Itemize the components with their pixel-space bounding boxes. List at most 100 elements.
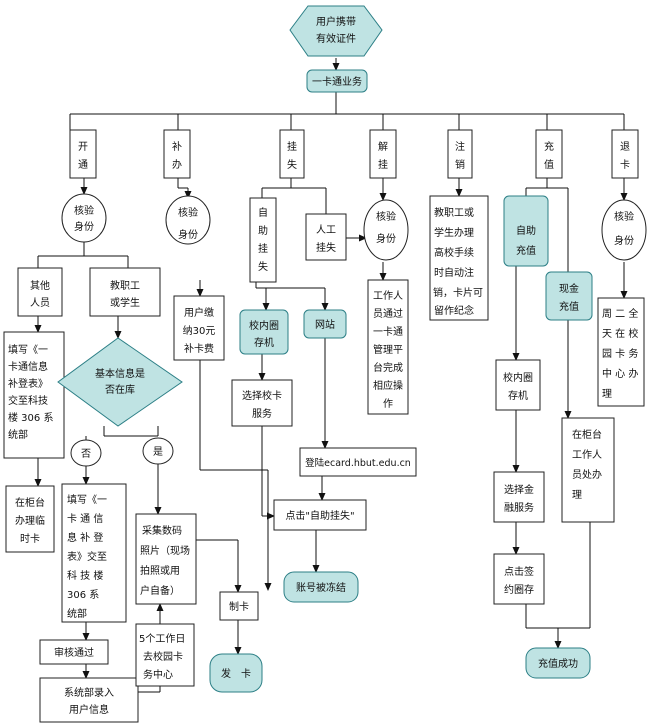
node-recharge-kiosk: 校内圈 存机	[495, 359, 541, 411]
node-label: 管理平	[373, 343, 403, 356]
node-label: 是	[153, 446, 163, 458]
node-label: 补卡费	[184, 342, 214, 355]
node-label: 卡 通 信	[67, 512, 103, 525]
verify-label: 身份	[74, 220, 94, 233]
node-label: 发 卡	[221, 667, 251, 680]
category-label: 办	[172, 158, 182, 171]
verify-label: 核验	[74, 204, 94, 217]
node-label: 点击"自助挂失"	[285, 509, 354, 522]
category-kaitong: 开 通	[69, 129, 97, 179]
node-label: 自	[258, 206, 268, 219]
start-line-2: 有效证件	[316, 32, 356, 45]
node-cash-recharge: 现金 充值	[545, 271, 593, 321]
category-label: 补	[172, 140, 182, 153]
category-label: 通	[78, 159, 88, 171]
node-click-report: 点击"自助挂失"	[273, 499, 367, 531]
node-label: 用户信息	[69, 703, 109, 716]
node-label: 账号被冻结	[296, 581, 346, 594]
node-staff-student: 教职工 或学生	[89, 267, 161, 317]
node-label: 校内圈	[503, 371, 533, 384]
node-finance: 选择金 融服务	[493, 471, 545, 523]
node-label: 工作人	[572, 449, 602, 461]
category-label: 销	[455, 158, 465, 171]
node-label: 销，卡片可	[433, 286, 483, 299]
connectors	[34, 58, 628, 693]
node-label: 系统部录入	[64, 686, 114, 699]
node-temp-card: 在柜台 办理临 时卡	[5, 485, 55, 553]
node-label: 其他	[30, 279, 50, 292]
node-select-service: 选择校卡 服务	[231, 379, 293, 427]
node-label: 充值	[516, 244, 536, 257]
node-label: 在柜台	[15, 496, 45, 509]
node-no: 否	[70, 439, 102, 467]
category-label: 挂	[378, 158, 388, 171]
main-node: 一卡通业务	[306, 69, 368, 93]
node-label: 拍照或用	[140, 564, 180, 577]
node-label: 学生办理	[434, 226, 474, 239]
node-label: 在柜台	[572, 428, 602, 441]
verify-label: 核验	[376, 210, 396, 223]
node-label: 制卡	[229, 600, 249, 613]
node-label: 选择校卡	[242, 389, 282, 402]
node-photo: 采集数码 照片（现场 拍照或用 户自备）	[135, 513, 197, 605]
node-label: 失	[258, 260, 268, 273]
node-login: 登陆ecard.hbut.edu.cn	[299, 447, 417, 477]
verify-circle-jiegua: 核验 身份	[363, 199, 409, 261]
category-tuika: 退 卡	[611, 129, 639, 179]
node-staff-operation: 工作人 员通过 一卡通 管理平 台完成 相应操 作	[367, 279, 409, 415]
node-label: 照片（现场	[140, 544, 190, 557]
node-label: 或学生	[110, 296, 140, 309]
node-label: 留作纪念	[434, 304, 474, 317]
node-approved: 审核通过	[39, 639, 109, 665]
node-label: 服务	[252, 407, 272, 420]
node-label: 存机	[508, 389, 528, 402]
node-label: 教职工或	[434, 206, 474, 219]
node-label: 审核通过	[54, 646, 94, 659]
start-line-1: 用户携带	[316, 15, 356, 28]
node-label: 务中心	[143, 668, 173, 681]
decision-in-library: 基本信息是 否在库	[57, 337, 183, 427]
node-label: 现金	[559, 282, 579, 295]
category-label: 失	[287, 158, 297, 171]
node-self-report: 自 助 挂 失	[249, 197, 277, 283]
node-return-schedule: 周 二 全 天 在 校 园 卡 务 中 心 办 理	[597, 297, 645, 407]
node-frozen: 账号被冻结	[283, 571, 359, 603]
verify-circle-tuika: 核验 身份	[601, 199, 647, 261]
category-buban: 补 办	[163, 129, 191, 179]
node-other-form: 填写《一 卡通信息 补登表》 交至科技 楼 306 系 统部	[3, 331, 65, 459]
node-yes: 是	[142, 437, 174, 465]
verify-label: 身份	[614, 234, 634, 247]
node-counter: 在柜台 工作人 员处办 理	[561, 417, 615, 523]
node-label: 一卡通	[373, 325, 403, 338]
node-website: 网站	[303, 309, 347, 339]
node-label: 相应操	[373, 379, 403, 392]
node-label: 理	[602, 388, 612, 400]
category-label: 开	[78, 142, 88, 153]
node-fee: 用户缴 纳30元 补卡费	[173, 295, 225, 361]
node-label: 表》交至	[67, 550, 107, 563]
node-label: 楼 306 系	[8, 411, 53, 424]
node-label: 补登表》	[8, 377, 48, 390]
node-manual-report: 人工 挂失	[305, 213, 347, 261]
node-no-form: 填写《一 卡 通 信 息 补 登 表》交至 科 技 楼 306 系 统部	[61, 483, 127, 623]
verify-circle-kaitong: 核验 身份	[61, 193, 107, 243]
category-jiegua: 解 挂	[369, 129, 397, 179]
node-label: 统部	[8, 428, 28, 441]
category-zhuxiao: 注 销	[447, 129, 473, 179]
node-label: 天 在 校	[602, 327, 638, 340]
node-wait: 5个工作日 去校园卡 务中心	[135, 623, 195, 687]
node-label: 融服务	[504, 501, 534, 514]
verify-label: 核验	[178, 206, 198, 219]
node-label: 时自动注	[434, 266, 474, 279]
node-label: 理	[572, 489, 582, 501]
node-label: 教职工	[110, 279, 140, 292]
category-label: 卡	[620, 158, 630, 171]
node-sign: 点击签 约圈存	[493, 553, 545, 605]
node-label: 户自备）	[140, 584, 180, 597]
category-label: 值	[544, 158, 554, 171]
node-entry: 系统部录入 用户信息	[39, 677, 139, 723]
node-label: 306 系	[67, 589, 99, 601]
category-label: 解	[378, 140, 388, 153]
category-label: 注	[455, 140, 465, 153]
